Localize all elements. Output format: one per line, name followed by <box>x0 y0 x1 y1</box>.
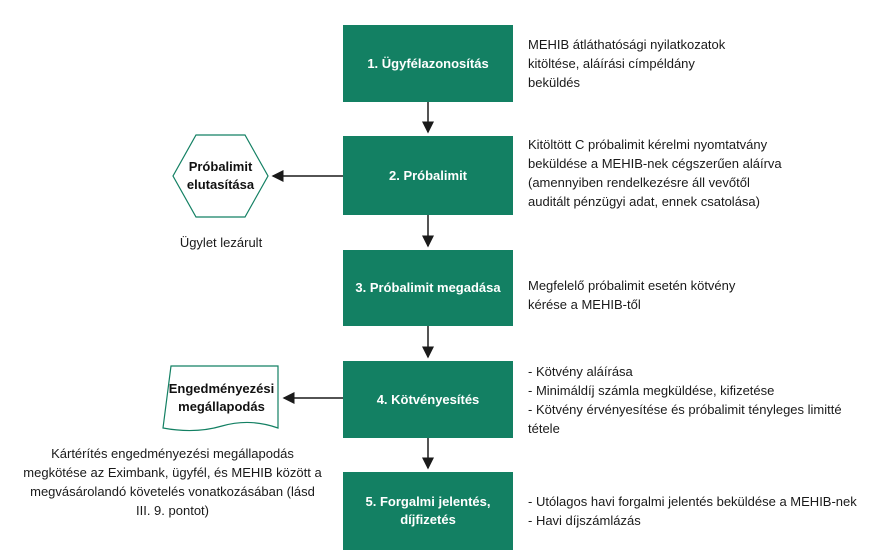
step-2-description: Kitöltött C próbalimit kérelmi nyomtatvá… <box>528 137 782 209</box>
rejection-hexagon <box>172 134 269 218</box>
step-4-description: - Kötvény aláírása - Minimáldíj számla m… <box>528 364 842 436</box>
step-2-label: 2. Próbalimit <box>388 167 468 183</box>
step-4-box: 4. Kötvényesítés <box>343 361 513 438</box>
step-5-description: - Utólagos havi forgalmi jelentés beküld… <box>528 494 857 528</box>
assignment-label: Engedményezési megállapodás <box>168 381 275 414</box>
step-1-description: MEHIB átláthatósági nyilatkozatok kitölt… <box>528 37 726 90</box>
rejection-note: Ügylet lezárult <box>179 235 263 250</box>
step-4-label: 4. Kötvényesítés <box>376 391 480 407</box>
step-5-box: 5. Forgalmi jelentés, díjfizetés <box>343 472 513 550</box>
step-3-label: 3. Próbalimit megadása <box>355 280 501 295</box>
step-1-box: 1. Ügyfélazonosítás <box>343 25 513 102</box>
step-1-label: 1. Ügyfélazonosítás <box>367 55 489 71</box>
step-5-label: 5. Forgalmi jelentés, díjfizetés <box>365 494 491 527</box>
assignment-document-shape <box>162 365 279 432</box>
step-2-box: 2. Próbalimit <box>343 136 513 215</box>
rejection-label: Próbalimit elutasítása <box>186 159 255 192</box>
step-3-description: Megfelelő próbalimit esetén kötvény kéré… <box>528 278 736 312</box>
step-3-box: 3. Próbalimit megadása <box>343 250 513 326</box>
assignment-note: Kártérítés engedményezési megállapodás m… <box>23 446 322 518</box>
